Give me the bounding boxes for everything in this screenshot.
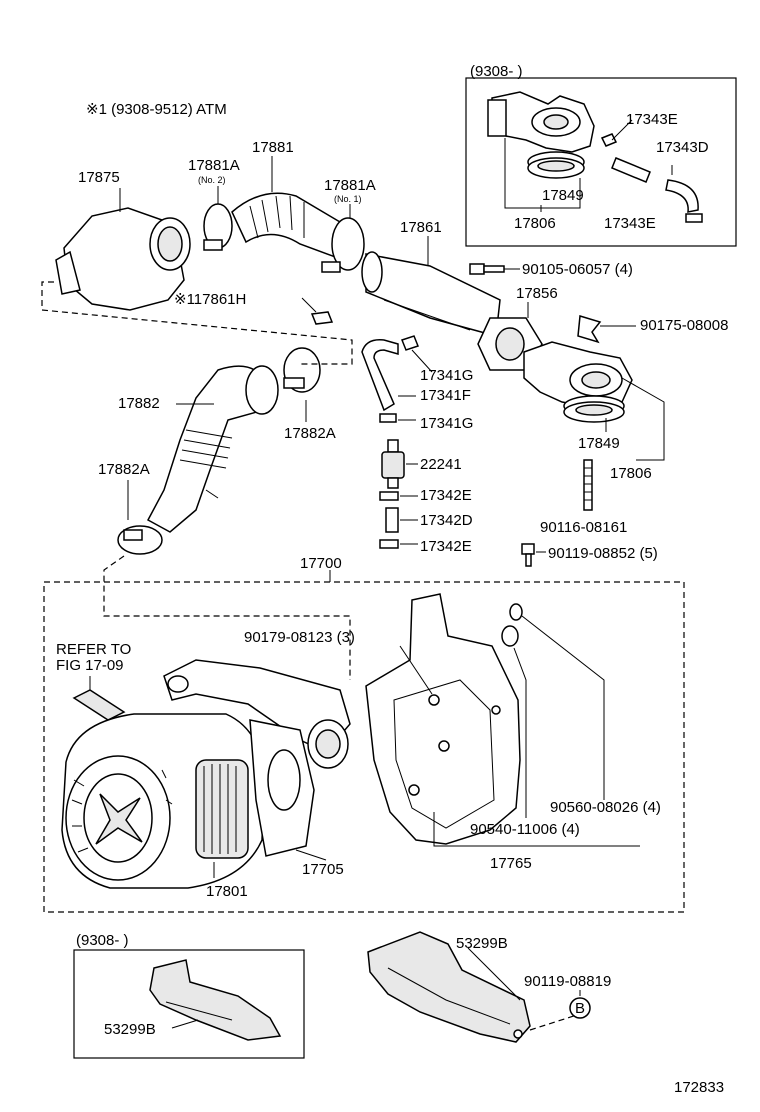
- label-17765: 17765: [490, 855, 532, 872]
- label-17882: 17882: [118, 395, 160, 412]
- clamp-17341g-lower: [379, 413, 397, 423]
- hose-clamp-17882a-lower: [117, 525, 163, 555]
- hose-17861h: [310, 311, 334, 325]
- hose-clamp-no1: [321, 217, 365, 273]
- sublabel-no1: (No. 1): [334, 194, 362, 204]
- inset-range-top-right: (9308- ): [470, 63, 523, 80]
- label-90540: 90540-11006 (4): [470, 821, 580, 838]
- clamp-17342e-upper: [379, 491, 399, 501]
- inset-hose-short: [611, 157, 651, 183]
- label-17882a-upper: 17882A: [284, 425, 336, 442]
- label-90105: 90105-06057 (4): [522, 261, 633, 278]
- label-17881a-no2: 17881A: [188, 157, 240, 174]
- label-17341g-lower: 17341G: [420, 415, 473, 432]
- label-17343e-inset-2: 17343E: [604, 215, 656, 232]
- label-53299b: 53299B: [456, 935, 508, 952]
- inset-hose-bent: [665, 179, 699, 213]
- clamp-17342e-lower: [379, 539, 399, 549]
- clamp-17341g-upper: [401, 335, 419, 351]
- assembly-box-17700: [43, 581, 685, 913]
- label-17875: 17875: [78, 169, 120, 186]
- duct-53299b: [367, 931, 531, 1043]
- label-17705: 17705: [302, 861, 344, 878]
- air-pump-17801: [195, 759, 249, 859]
- label-17341f: 17341F: [420, 387, 471, 404]
- label-17861: 17861: [400, 219, 442, 236]
- gasket-ring-main: [563, 395, 625, 423]
- cover-17765: [365, 593, 521, 845]
- circle-b-label: B: [575, 1000, 585, 1017]
- vacuum-filter-22241: [381, 439, 405, 489]
- label-17849-inset: 17849: [542, 187, 584, 204]
- inset-box-top-right: [465, 77, 737, 247]
- label-53299b-inset: 53299B: [104, 1021, 156, 1038]
- label-17882a-lower: 17882A: [98, 461, 150, 478]
- inset-range-bottom-left: (9308- ): [76, 932, 129, 949]
- bracket-17705: [249, 719, 315, 857]
- label-17341g-upper: 17341G: [420, 367, 473, 384]
- label-17881a-no1: 17881A: [324, 177, 376, 194]
- label-17806-inset: 17806: [514, 215, 556, 232]
- figure-number: 172833: [674, 1079, 724, 1096]
- label-17342e-upper: 17342E: [420, 487, 472, 504]
- label-17806-main: 17806: [610, 465, 652, 482]
- refer-line-2: FIG 17-09: [56, 657, 124, 674]
- label-90179: 90179-08123 (3): [244, 629, 355, 646]
- inset-box-bottom-left: [73, 949, 305, 1059]
- grommet-90540: [501, 625, 519, 647]
- bolt-90119-08852: [521, 543, 535, 567]
- label-17849-main: 17849: [578, 435, 620, 452]
- inset-gasket-ring: [527, 151, 585, 179]
- label-17856: 17856: [516, 285, 558, 302]
- air-cleaner-cap: [55, 207, 191, 311]
- hose-clamp-no2: [203, 203, 233, 251]
- label-90119-08852: 90119-08852 (5): [548, 545, 658, 562]
- label-17801: 17801: [206, 883, 248, 900]
- vacuum-hose-17341f: [361, 339, 399, 412]
- label-17343e-inset-1: 17343E: [626, 111, 678, 128]
- hose-17342d: [385, 507, 399, 533]
- header-note: ※1 (9308-9512) ATM: [86, 101, 227, 118]
- hose-clamp-17882a-upper: [245, 347, 321, 415]
- stud-90116: [583, 459, 593, 511]
- label-17342d: 17342D: [420, 512, 473, 529]
- label-17861h: ※117861H: [174, 291, 246, 308]
- label-90116: 90116-08161: [540, 519, 627, 536]
- grommet-90560: [509, 603, 523, 621]
- inset-outlet-housing: [487, 91, 595, 153]
- duct-53299b-inset: [149, 959, 282, 1041]
- label-90175: 90175-08008: [640, 317, 728, 334]
- label-90119-08819: 90119-08819: [524, 973, 611, 990]
- label-22241: 22241: [420, 456, 462, 473]
- label-17881: 17881: [252, 139, 294, 156]
- label-17343d: 17343D: [656, 139, 709, 156]
- label-17342e-lower: 17342E: [420, 538, 472, 555]
- label-17700: 17700: [300, 555, 342, 572]
- inset-clip-small: [600, 133, 618, 147]
- circle-b-marker: [569, 997, 591, 1019]
- outlet-housing-main: [523, 341, 633, 409]
- inset-clip-end: [685, 213, 703, 223]
- bolt-90105: [469, 263, 505, 275]
- air-hose-upper: [231, 192, 341, 260]
- sublabel-no2: (No. 2): [198, 175, 226, 185]
- air-pipe-17861: [361, 251, 501, 337]
- refer-line-1: REFER TO: [56, 641, 131, 658]
- wing-nut-90175: [577, 315, 602, 344]
- refer-gasket: [72, 689, 126, 721]
- label-90560: 90560-08026 (4): [550, 799, 661, 816]
